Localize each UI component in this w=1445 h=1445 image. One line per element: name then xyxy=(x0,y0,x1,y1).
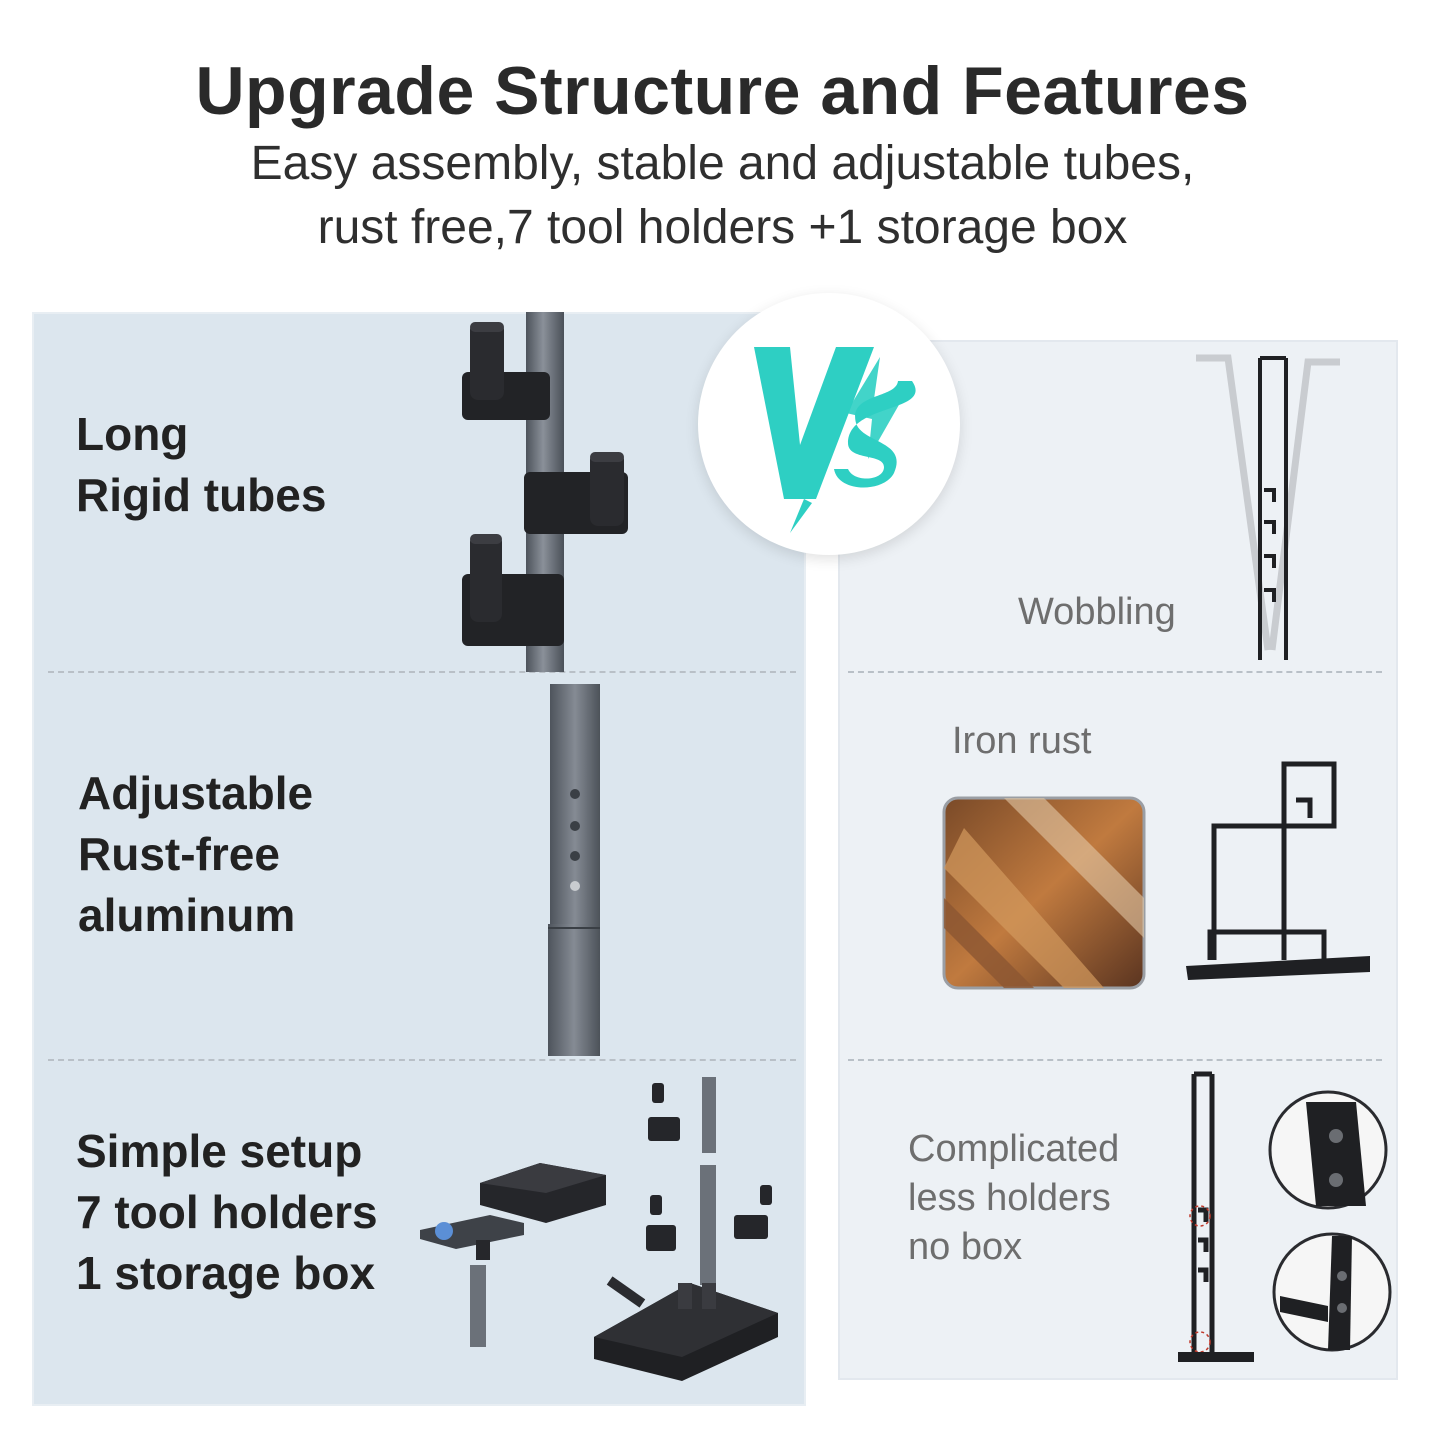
feature-text: Rust-free xyxy=(78,828,280,880)
feature-long-tubes: Long Rigid tubes xyxy=(76,404,326,526)
page-title: Upgrade Structure and Features xyxy=(195,53,1250,129)
adjustable-tube-illustration xyxy=(548,684,600,1056)
con-iron-rust: Iron rust xyxy=(952,717,1091,766)
subtitle-line-2: rust free,7 tool holders +1 storage box xyxy=(317,201,1128,254)
feature-text: Long xyxy=(76,408,189,460)
con-text: Wobbling xyxy=(1018,591,1176,633)
con-text: no box xyxy=(908,1226,1023,1268)
tube-holders-illustration xyxy=(462,312,628,672)
iron-rust-photo xyxy=(942,796,1146,990)
feature-text: aluminum xyxy=(78,889,296,941)
vs-icon xyxy=(754,347,916,533)
con-text: Complicated xyxy=(908,1128,1120,1170)
wobbling-stand-illustration xyxy=(1196,354,1340,660)
setup-parts-illustration xyxy=(420,1077,778,1381)
iron-stand-illustration xyxy=(1186,761,1370,980)
con-wobbling: Wobbling xyxy=(1018,588,1176,637)
feature-text: Simple setup xyxy=(76,1125,363,1177)
con-complicated: Complicated less holders no box xyxy=(908,1125,1119,1272)
con-text: less holders xyxy=(908,1177,1111,1219)
con-text: Iron rust xyxy=(952,720,1092,762)
feature-text: Adjustable xyxy=(78,767,314,819)
feature-text: Rigid tubes xyxy=(76,469,327,521)
feature-text: 1 storage box xyxy=(76,1247,376,1299)
feature-setup: Simple setup 7 tool holders 1 storage bo… xyxy=(76,1121,378,1304)
divider-3 xyxy=(848,671,1382,673)
divider-2 xyxy=(48,1059,796,1061)
product-panel xyxy=(32,312,806,1406)
vs-badge xyxy=(698,293,960,555)
feature-aluminum: Adjustable Rust-free aluminum xyxy=(78,763,313,946)
stand-detail-closeups xyxy=(1268,1090,1392,1352)
feature-text: 7 tool holders xyxy=(76,1186,378,1238)
divider-4 xyxy=(848,1059,1382,1061)
complicated-stand-illustration xyxy=(1178,1071,1254,1362)
subtitle-line-1: Easy assembly, stable and adjustable tub… xyxy=(250,137,1195,190)
divider-1 xyxy=(48,671,796,673)
